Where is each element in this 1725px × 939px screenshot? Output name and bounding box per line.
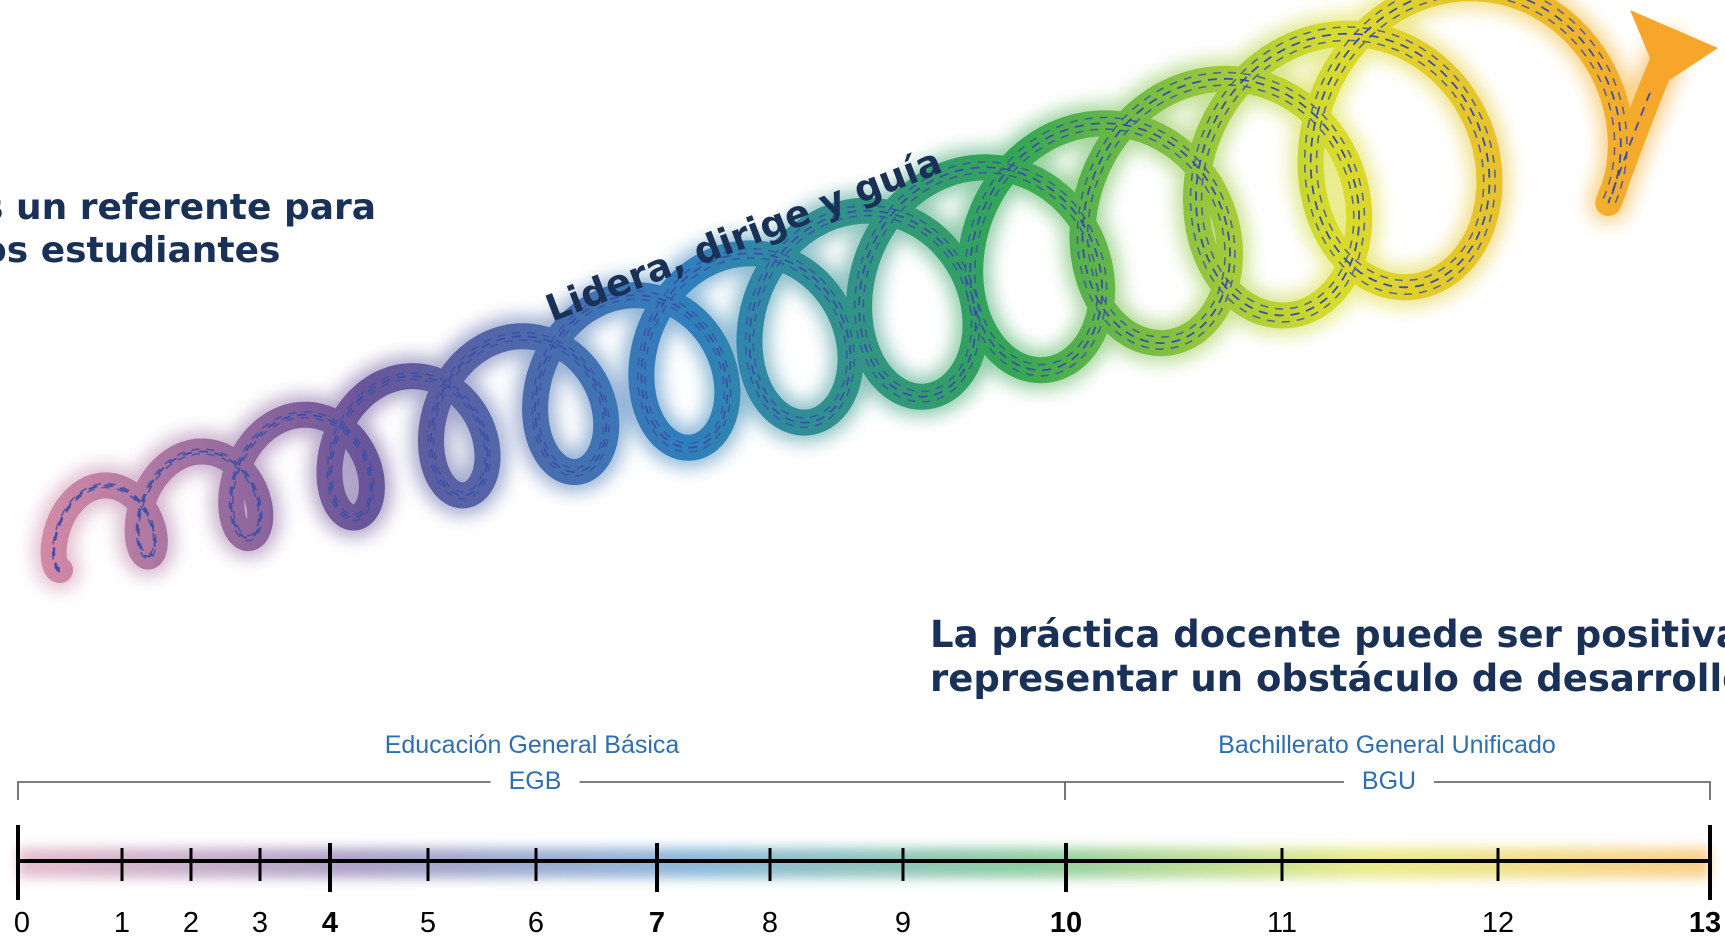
scale-tick-label: 9 [895, 907, 911, 939]
scale-tick-label: 8 [762, 907, 778, 939]
arrow-head-icon [1630, 10, 1718, 98]
scale-tick-label: 2 [183, 907, 199, 939]
scale-tick-label: 13 [1689, 907, 1721, 939]
scale-tick-label: 3 [252, 907, 268, 939]
bgu-stage-name: Bachillerato General Unificado [1218, 731, 1556, 759]
referente-text: s un referente para os estudiantes [0, 187, 377, 272]
scale-tick-label: 6 [528, 907, 544, 939]
scale-tick-label: 12 [1482, 907, 1514, 939]
scale-tick-label: 4 [322, 907, 338, 939]
practica-text: La práctica docente puede ser positiva o… [930, 613, 1725, 701]
egb-stage-name: Educación General Básica [384, 731, 680, 759]
spiral-path [40, 0, 1681, 583]
scale-tick-label: 10 [1050, 907, 1082, 939]
spiral-dashed-line-outer [51, 0, 1628, 573]
spiral-tube [33, 0, 1718, 590]
scale-tick-label: 11 [1267, 907, 1297, 939]
bgu-stage-abbr: BGU [1343, 767, 1435, 796]
scale-tick-label: 1 [114, 907, 130, 939]
scale-tick-label: 0 [14, 907, 30, 939]
stage-brackets [17, 781, 1711, 800]
scale-tick-label: 5 [420, 907, 436, 939]
spiral-dashed-line-inner [53, 0, 1616, 570]
egb-stage-abbr: EGB [490, 767, 580, 796]
bgu-bracket [1065, 781, 1711, 800]
scale-tick-label: 7 [649, 907, 665, 939]
